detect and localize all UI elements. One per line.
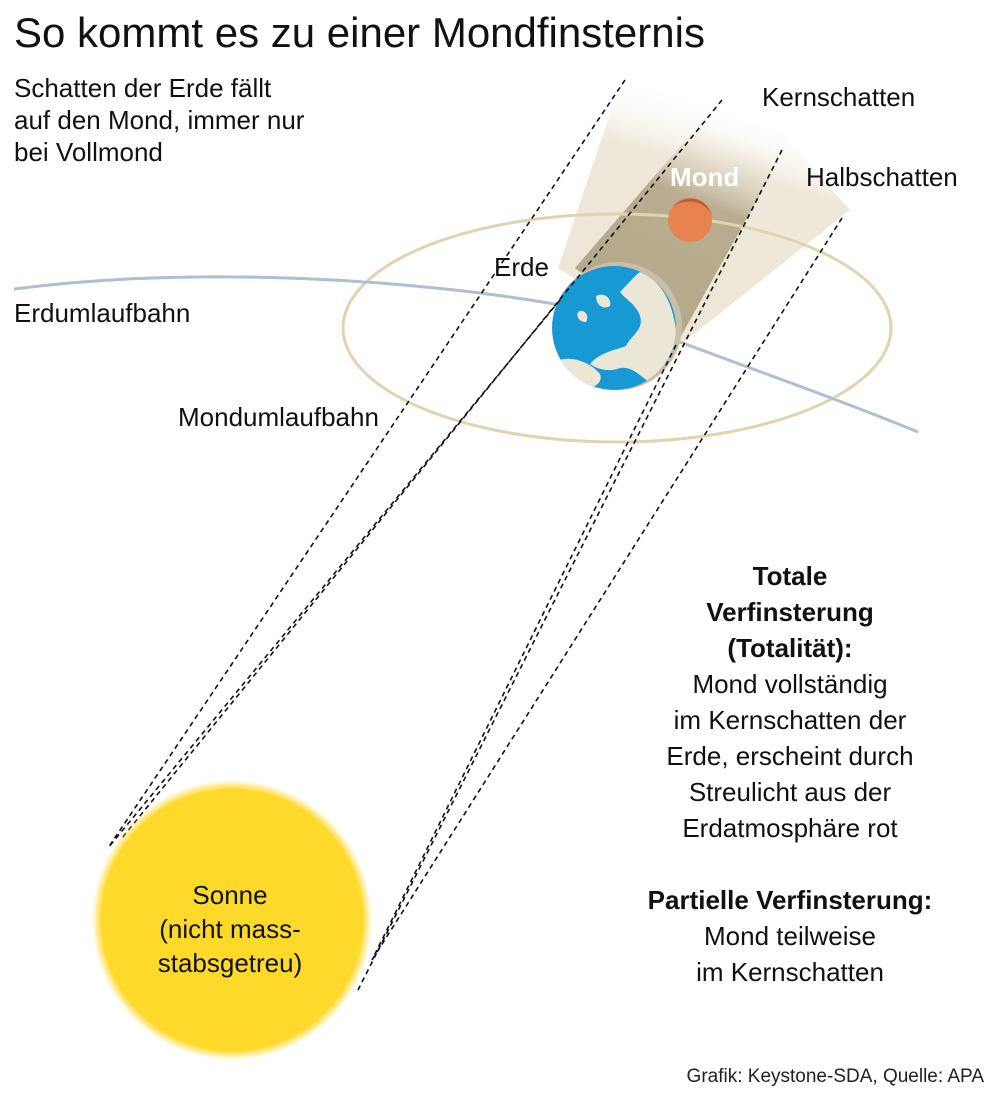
- sun-label-line: Sonne: [192, 880, 268, 910]
- moon-orbit: [341, 212, 893, 444]
- earth-orbit: [13, 275, 561, 307]
- label-erde: Erde: [494, 252, 549, 282]
- totale-body: Streulicht aus der: [688, 777, 892, 807]
- totale-body: Mond vollständig: [692, 669, 888, 699]
- partielle-body: im Kernschatten: [696, 957, 884, 987]
- label-mond: Mond: [670, 162, 740, 192]
- totale-heading: (Totalität):: [727, 633, 853, 663]
- partielle-body: Mond teilweise: [704, 921, 876, 951]
- totale-heading: Verfinsterung: [706, 597, 874, 627]
- totale-body: Erdatmosphäre rot: [682, 813, 898, 843]
- totale-heading: Totale: [752, 561, 828, 591]
- label-halbschatten: Halbschatten: [806, 162, 958, 192]
- label-erdumlaufbahn: Erdumlaufbahn: [14, 298, 191, 328]
- totale-body: im Kernschatten der: [673, 705, 907, 735]
- sun-label-line: (nicht mass-: [159, 914, 301, 944]
- sun-icon: [92, 780, 372, 1060]
- sun-label: Sonne (nicht mass- stabsgetreu): [100, 878, 360, 980]
- sun-label-line: stabsgetreu): [157, 948, 303, 978]
- subtitle-line: auf den Mond, immer nur: [14, 105, 305, 135]
- label-kernschatten: Kernschatten: [762, 82, 916, 112]
- info-panel: Totale Verfinsterung (Totalität): Mond v…: [590, 558, 990, 990]
- ray-lines: [107, 79, 843, 991]
- partielle-heading: Partielle Verfinsterung:: [647, 885, 933, 915]
- subtitle-line: bei Vollmond: [14, 137, 163, 167]
- subtitle-line: Schatten der Erde fällt: [14, 73, 272, 103]
- page-title: So kommt es zu einer Mondfinsternis: [14, 9, 705, 56]
- credit: Grafik: Keystone-SDA, Quelle: APA: [686, 1066, 984, 1087]
- totale-body: Erde, erscheint durch: [666, 741, 914, 771]
- earth-icon: [552, 262, 682, 390]
- subtitle: Schatten der Erde fällt auf den Mond, im…: [14, 72, 304, 168]
- moon-icon: [668, 198, 712, 242]
- label-mondumlaufbahn: Mondumlaufbahn: [178, 402, 379, 432]
